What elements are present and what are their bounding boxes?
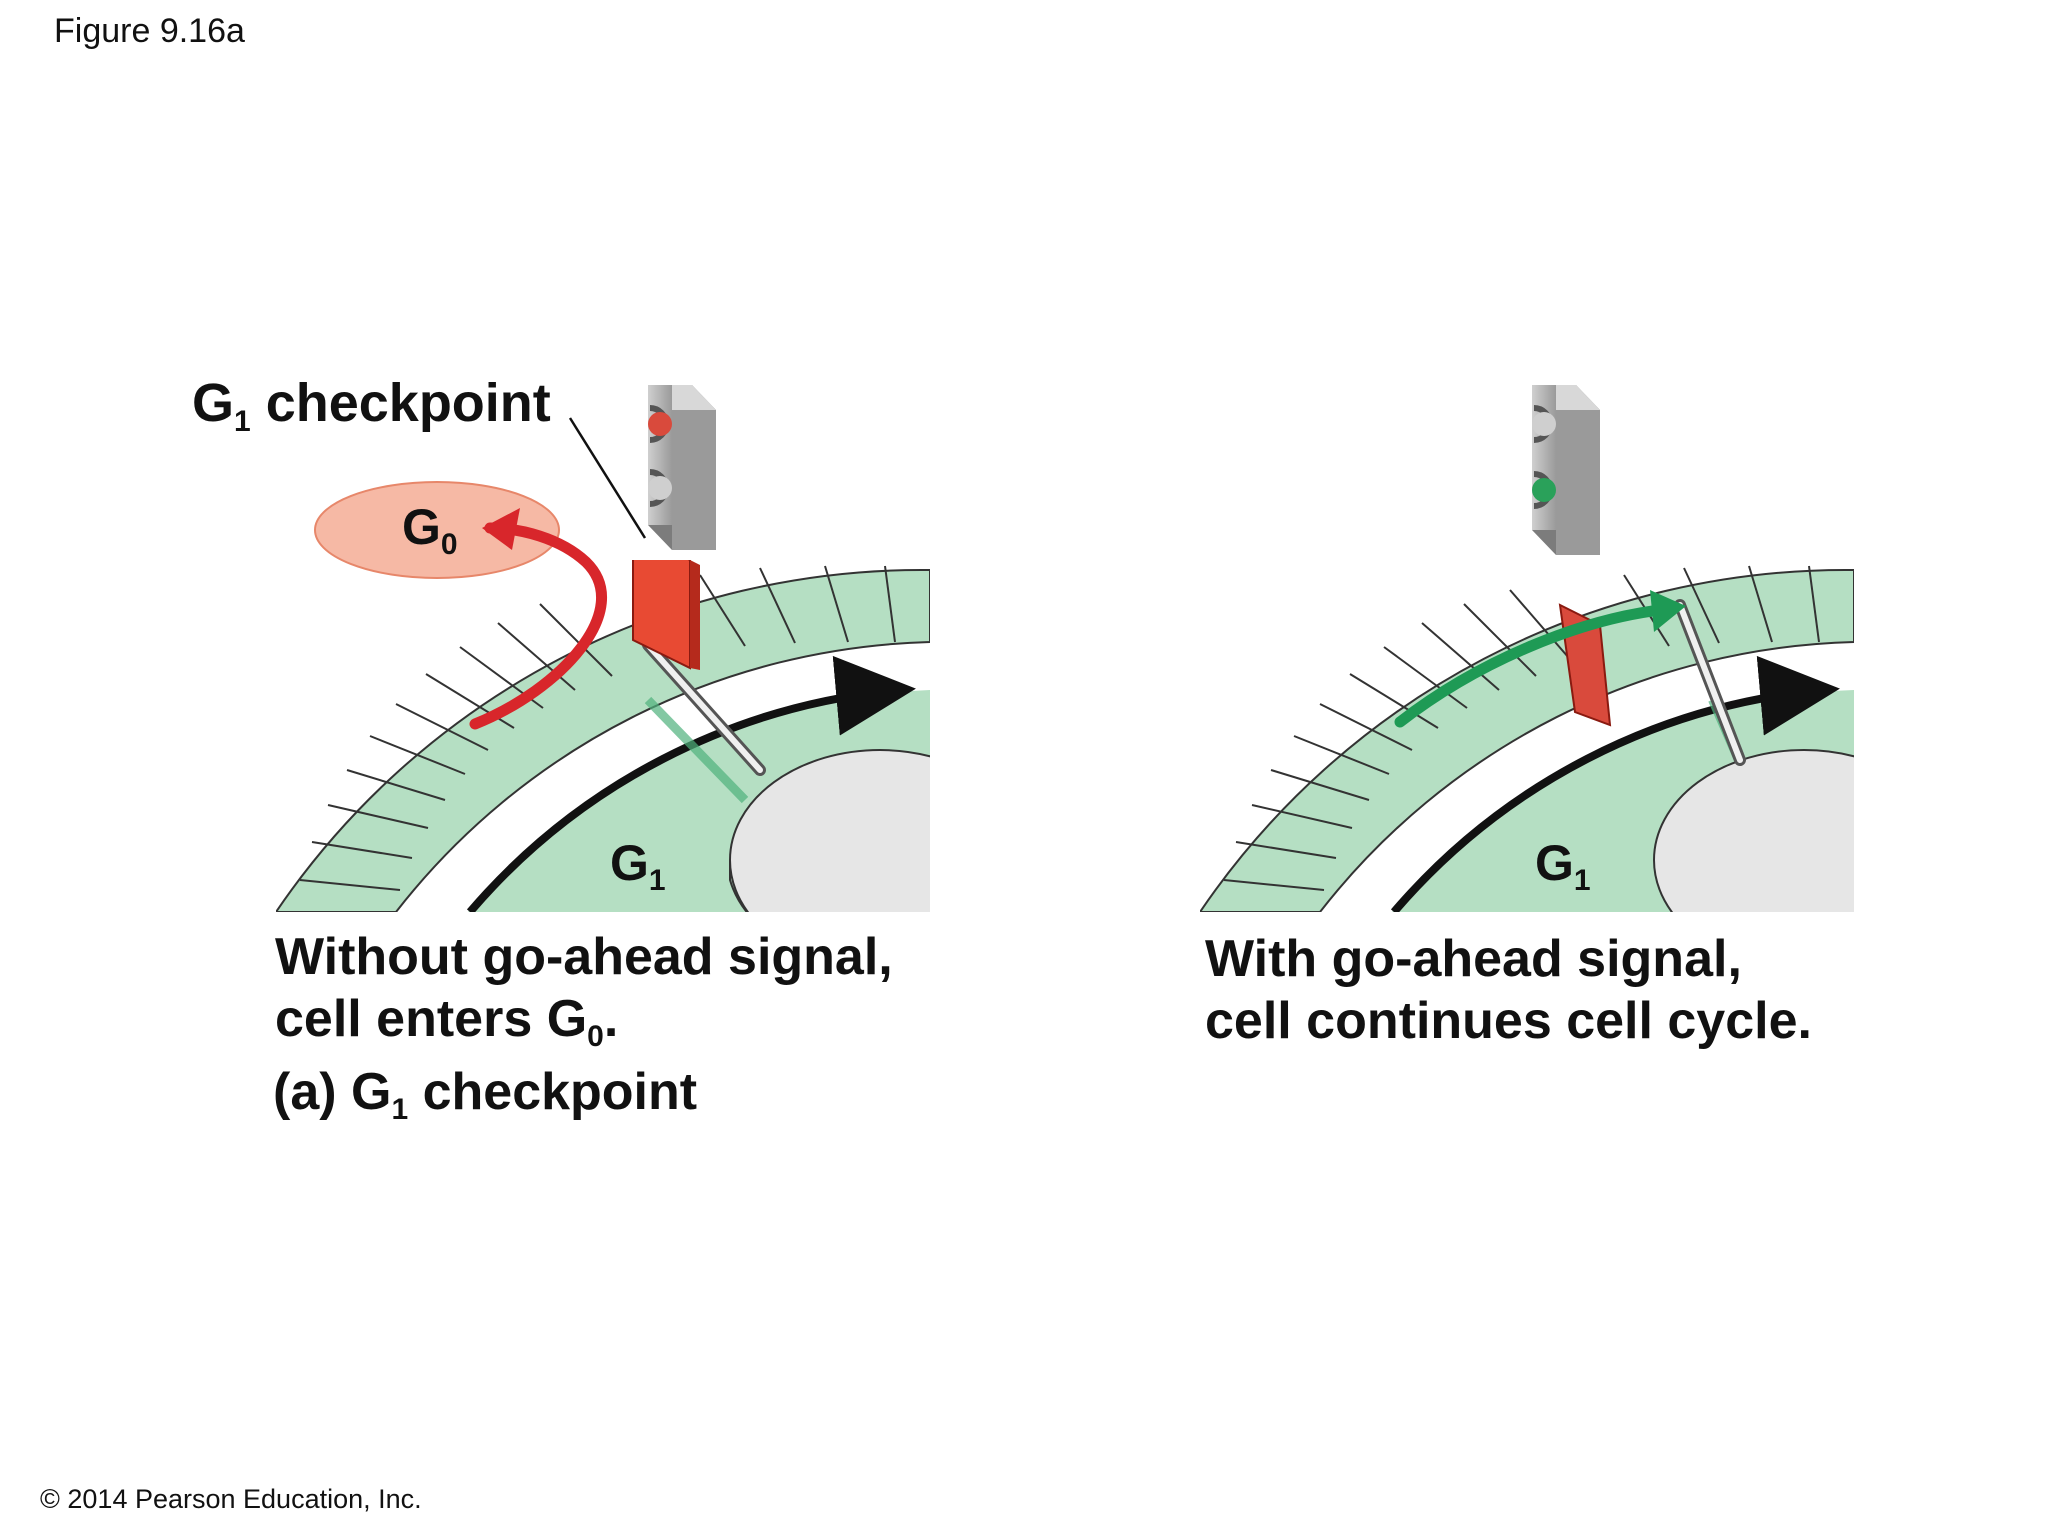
right-traffic-light [1532,385,1600,555]
g0-arrow [469,522,607,730]
left-caption: Without go-ahead signal, cell enters G0. [275,926,893,1053]
left-outer-ring [276,568,930,912]
left-caption-line2: cell enters G0. [275,990,619,1053]
left-traffic-light [648,385,716,550]
g0-oval [314,481,560,579]
right-outer-ring [1200,568,1854,912]
g0-label: G0 [402,499,458,561]
left-panel [276,560,930,912]
right-g1-label: G1 [1535,835,1591,897]
right-caption-line1: With go-ahead signal, [1205,930,1742,988]
left-caption-line1: Without go-ahead signal, [275,928,893,986]
subfigure-caption: (a) G1 checkpoint [273,1063,698,1126]
left-g1-label: G1 [610,835,666,897]
right-green-light [1532,478,1556,502]
right-cycle-arrow [1390,655,1840,912]
checkpoint-label: G1 checkpoint [192,373,551,438]
right-ring-segments [1223,565,1820,891]
right-caption: With go-ahead signal, cell continues cel… [1205,928,1812,1052]
continue-arrow [1394,604,1666,728]
left-ring-segments [299,565,896,891]
right-nucleus [1653,749,1854,912]
copyright-notice: © 2014 Pearson Education, Inc. [40,1484,422,1514]
figure-label: Figure 9.16a [54,12,245,50]
left-red-light [648,412,672,436]
left-cycle-arrow [466,655,916,912]
right-caption-line2: cell continues cell cycle. [1205,992,1812,1050]
right-panel [1200,560,1854,912]
checkpoint-leader [568,417,647,539]
